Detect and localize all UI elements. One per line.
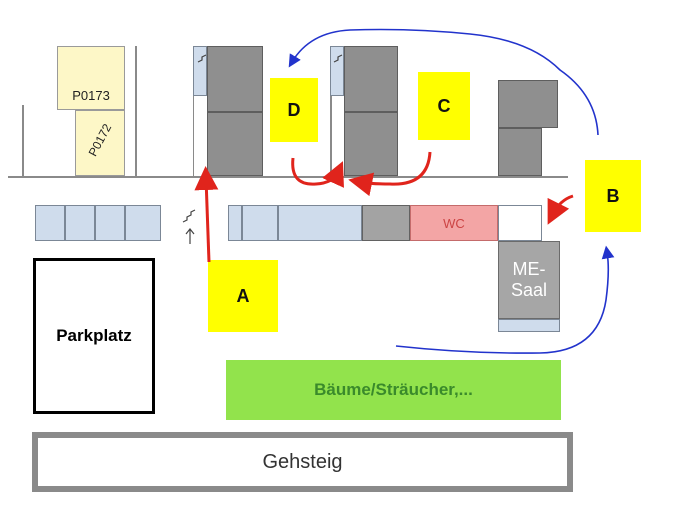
- stair-icon: [197, 54, 207, 63]
- room-p0172: [75, 110, 125, 176]
- blue-route-lower: [395, 245, 615, 354]
- corridor-room: [242, 205, 278, 241]
- room-p0173: [57, 46, 125, 110]
- room-me-saal: ME- Saal: [498, 241, 560, 319]
- room-wc: WC: [410, 205, 498, 241]
- stair-icon: [182, 209, 196, 223]
- stair-room-right: [498, 205, 542, 241]
- marker-b: B: [585, 160, 641, 232]
- stair-divider: [193, 96, 207, 177]
- room-block-3-bottom: [498, 128, 542, 176]
- corridor-room: [35, 205, 65, 241]
- corridor-room-grey: [362, 205, 410, 241]
- blue-route-upper: [288, 28, 599, 136]
- marker-a: A: [208, 260, 278, 332]
- room-block-1-top: [207, 46, 263, 112]
- parking-area: Parkplatz: [33, 258, 155, 414]
- upper-wall-line: [8, 176, 568, 178]
- stair-room-2: [330, 46, 344, 96]
- arrow-d: [291, 157, 344, 188]
- corridor-room: [125, 205, 161, 241]
- stair-icon: [333, 54, 343, 63]
- arrow-c: [348, 151, 432, 197]
- stair-room: [193, 46, 207, 96]
- me-saal-line-1: ME-: [512, 259, 546, 280]
- corridor-room: [95, 205, 125, 241]
- wall-segment: [135, 46, 137, 177]
- green-area: Bäume/Sträucher,...: [226, 360, 561, 420]
- room-block-1-bottom: [207, 112, 263, 176]
- sidewalk: Gehsteig: [32, 432, 573, 492]
- marker-c: C: [418, 72, 470, 140]
- corridor-room: [65, 205, 95, 241]
- parking-label: Parkplatz: [56, 326, 132, 345]
- green-area-label: Bäume/Sträucher,...: [314, 380, 473, 399]
- marker-d: D: [270, 78, 318, 142]
- sidewalk-label: Gehsteig: [262, 450, 343, 473]
- arrow-b: [547, 194, 574, 225]
- me-saal-strip: [498, 319, 560, 332]
- room-block-3-top: [498, 80, 558, 128]
- wall-segment: [22, 105, 24, 177]
- wall-segment: [330, 96, 332, 177]
- up-arrow-icon: [185, 228, 195, 244]
- arrow-a: [194, 166, 219, 263]
- room-block-2-top: [344, 46, 398, 112]
- corridor-room: [228, 205, 242, 241]
- corridor-room: [278, 205, 362, 241]
- room-block-2-bottom: [344, 112, 398, 176]
- me-saal-line-2: Saal: [510, 280, 548, 300]
- wc-label: WC: [443, 215, 465, 231]
- room-p0173-label: P0173: [72, 88, 110, 103]
